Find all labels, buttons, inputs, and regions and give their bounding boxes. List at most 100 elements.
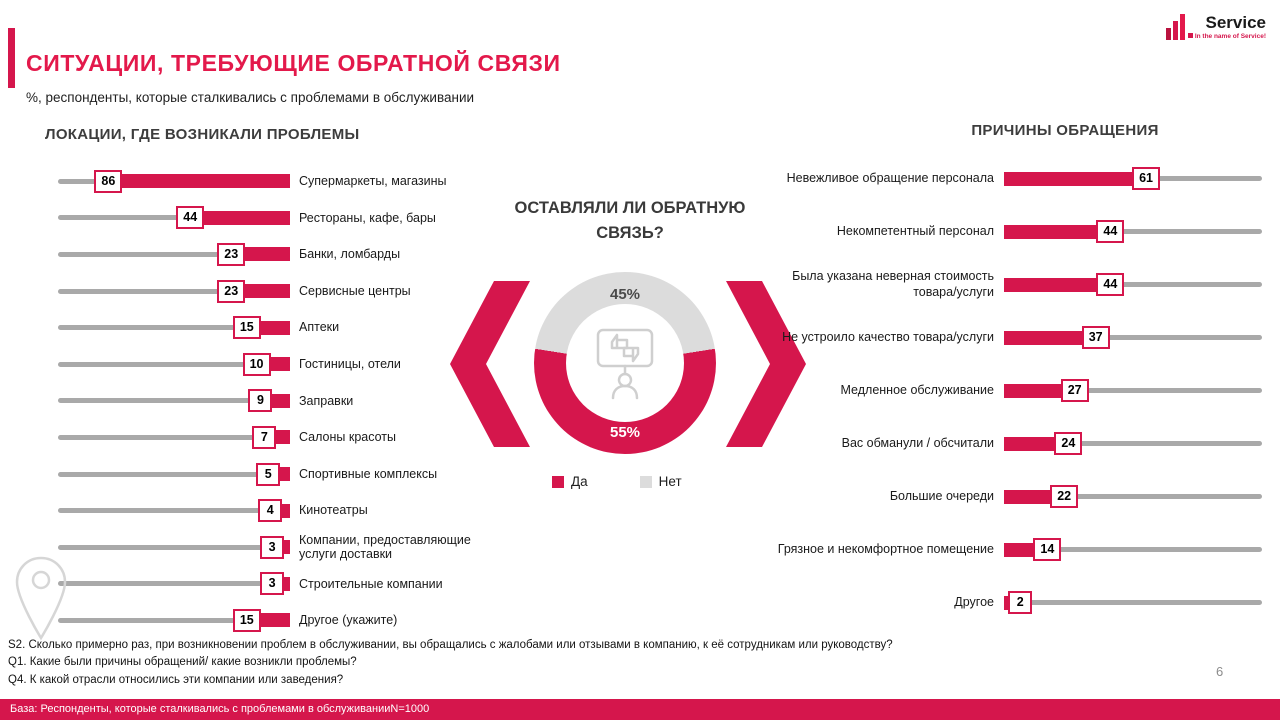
bar-fill <box>245 284 290 299</box>
page-subtitle: %, респонденты, которые сталкивались с п… <box>26 90 475 105</box>
bar-label: Строительные компании <box>299 576 443 591</box>
bar-value: 5 <box>256 462 281 486</box>
legend-no-label: Нет <box>658 474 682 489</box>
bar-fill <box>272 393 290 408</box>
bar-value: 61 <box>1132 167 1160 190</box>
logo-bars-icon <box>1165 14 1185 40</box>
reason-row: Некомпетентный персонал 44 <box>770 205 1266 258</box>
bar-track <box>58 544 290 550</box>
bar-label: Другое (укажите) <box>299 613 398 628</box>
bar-track <box>58 215 290 221</box>
bar-value: 10 <box>242 352 271 376</box>
bar-fill <box>1004 277 1097 292</box>
locations-bar-chart: 86 Супермаркеты, магазины 44 Рестораны, … <box>45 163 505 639</box>
bar-fill <box>282 503 290 518</box>
bar-label: Не устроило качество товара/услуги <box>782 329 994 344</box>
bar-fill <box>1004 383 1061 398</box>
bar-track <box>1004 547 1262 552</box>
logo-dot-icon <box>1187 33 1193 38</box>
bar-track <box>58 508 290 514</box>
legend-yes-label: Да <box>571 474 588 489</box>
reason-row: Грязное и некомфортное помещение 14 <box>770 523 1266 576</box>
bar-track <box>1004 229 1262 234</box>
page-title: СИТУАЦИИ, ТРЕБУЮЩИЕ ОБРАТНОЙ СВЯЗИ <box>26 50 561 76</box>
bar-value: 7 <box>252 425 277 449</box>
location-row: 10 Гостиницы, отели <box>45 346 505 383</box>
bar-label: Медленное обслуживание <box>840 382 995 397</box>
donut-no-percent: 45% <box>609 286 641 303</box>
bar-fill <box>204 210 290 225</box>
footnotes: S2. Сколько примерно раз, при возникнове… <box>8 637 893 689</box>
bar-label: Гостиницы, отели <box>299 357 401 372</box>
bar-track <box>58 398 290 404</box>
bar-label: Компании, предоставляющие услуги доставк… <box>299 532 471 562</box>
bar-label: Супермаркеты, магазины <box>299 174 447 189</box>
bar-value: 3 <box>260 535 285 559</box>
bar-track <box>1004 335 1262 340</box>
reason-row: Была указана неверная стоимость товара/у… <box>770 258 1266 311</box>
bar-track <box>58 361 290 367</box>
location-row: 7 Салоны красоты <box>45 419 505 456</box>
location-row: 15 Другое (укажите) <box>45 602 505 639</box>
legend-item-no: Нет <box>639 474 682 489</box>
bar-value: 3 <box>260 572 285 596</box>
bar-track <box>58 288 290 294</box>
bar-fill <box>284 540 290 555</box>
bar-track <box>58 617 290 623</box>
bar-label: Некомпетентный персонал <box>836 223 994 238</box>
bar-value: 9 <box>248 389 273 413</box>
reason-row: Другое 2 <box>770 576 1266 629</box>
reason-row: Невежливое обращение персонала 61 <box>770 152 1266 205</box>
bar-label: Спортивные комплексы <box>299 466 438 481</box>
bar-value: 22 <box>1050 485 1079 508</box>
reason-row: Не устроило качество товара/услуги 37 <box>770 311 1266 364</box>
bar-label: Вас обманули / обсчитали <box>841 435 994 450</box>
bar-value: 23 <box>217 242 246 266</box>
bar-fill <box>1004 171 1133 186</box>
bar-track <box>58 251 290 257</box>
bar-label: Рестораны, кафе, бары <box>299 210 436 225</box>
bar-fill <box>1004 489 1051 504</box>
bar-value: 37 <box>1081 326 1110 349</box>
location-row: 5 Спортивные комплексы <box>45 456 505 493</box>
bar-label: Другое <box>954 594 994 609</box>
bar-track <box>1004 282 1262 287</box>
bar-fill <box>260 613 290 628</box>
donut-yes-percent: 55% <box>609 424 641 441</box>
bar-track <box>58 434 290 440</box>
bar-value: 4 <box>258 499 283 523</box>
bar-label: Грязное и некомфортное помещение <box>777 541 994 556</box>
location-row: 3 Компании, предоставляющие услуги доста… <box>45 529 505 566</box>
bar-value: 14 <box>1033 538 1062 561</box>
feedback-terminal-icon <box>596 328 654 400</box>
bar-fill <box>284 576 290 591</box>
bar-value: 15 <box>232 608 261 632</box>
bar-track <box>1004 441 1262 446</box>
location-row: 15 Аптеки <box>45 309 505 346</box>
bar-value: 24 <box>1054 432 1083 455</box>
bar-value: 27 <box>1060 379 1089 402</box>
bar-label: Аптеки <box>299 320 340 335</box>
bar-value: 15 <box>232 316 261 340</box>
bar-value: 44 <box>1096 273 1125 296</box>
bar-value: 44 <box>1096 220 1125 243</box>
location-row: 9 Заправки <box>45 383 505 420</box>
bar-track <box>1004 600 1262 605</box>
bar-track <box>58 471 290 477</box>
location-pin-icon <box>15 556 67 641</box>
footnote-line: S2. Сколько примерно раз, при возникнове… <box>8 639 893 651</box>
location-row: 86 Супермаркеты, магазины <box>45 163 505 200</box>
bar-label: Банки, ломбарды <box>299 247 401 262</box>
logo-tagline: In the name of Service! <box>1194 33 1266 40</box>
location-row: 44 Рестораны, кафе, бары <box>45 200 505 237</box>
reasons-bar-chart: Невежливое обращение персонала 61 Некомп… <box>770 152 1266 629</box>
location-row: 23 Банки, ломбарды <box>45 236 505 273</box>
bar-label: Большие очереди <box>889 488 994 503</box>
legend-no-swatch <box>639 475 652 488</box>
bar-track <box>58 325 290 331</box>
footnote-line: Q1. Какие были причины обращений/ какие … <box>8 656 357 669</box>
bar-fill <box>1004 224 1097 239</box>
bar-fill <box>1004 542 1034 557</box>
location-row: 4 Кинотеатры <box>45 492 505 529</box>
